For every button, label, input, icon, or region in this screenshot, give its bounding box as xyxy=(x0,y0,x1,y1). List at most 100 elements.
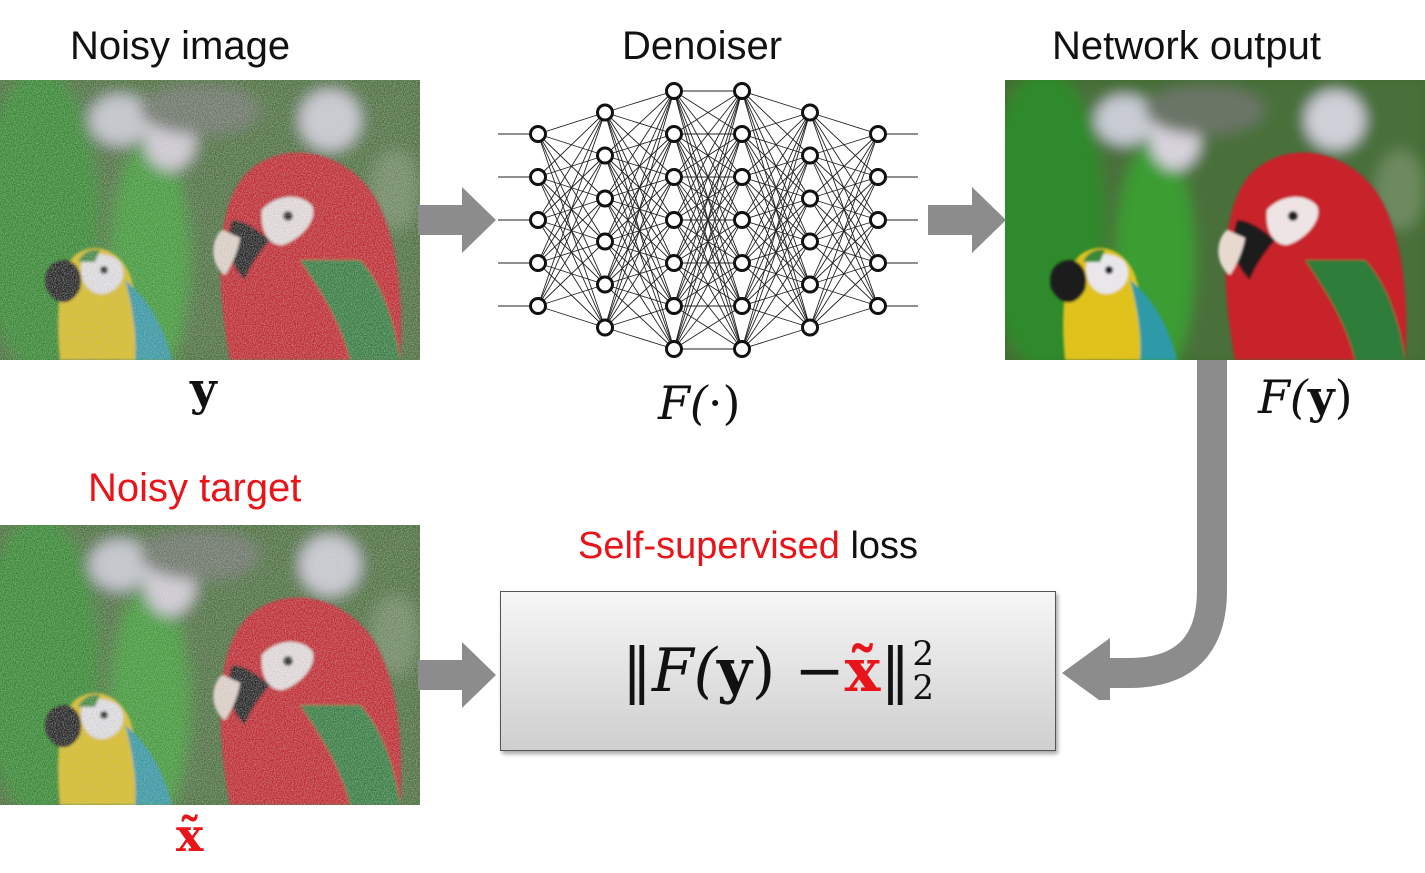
network-edge xyxy=(604,305,675,328)
network-edge xyxy=(604,90,675,242)
network-node xyxy=(869,168,887,186)
loss-title-highlight: Self-supervised xyxy=(578,525,840,567)
network-edge xyxy=(604,262,675,328)
arrow-input-to-denoiser xyxy=(418,187,496,253)
network-edge xyxy=(537,112,606,135)
network-node xyxy=(665,125,683,143)
network-edge xyxy=(604,90,675,113)
network-output-title: Network output xyxy=(1052,24,1322,68)
network-node xyxy=(801,232,819,251)
network-node xyxy=(733,297,751,315)
network-node xyxy=(733,82,751,100)
network-node xyxy=(596,103,614,122)
network-edge xyxy=(741,198,811,350)
loss-sub: 2 xyxy=(912,668,935,708)
loss-title-word: loss xyxy=(850,525,919,567)
network-edge xyxy=(809,133,879,156)
output-y: y xyxy=(1307,370,1335,424)
arrow-output-to-loss xyxy=(1062,360,1227,700)
network-node xyxy=(596,318,614,337)
network-node xyxy=(869,297,887,315)
network-edge xyxy=(741,112,811,307)
network-edge xyxy=(537,112,606,178)
network-edge xyxy=(673,90,743,264)
network-edge xyxy=(537,112,606,307)
network-node xyxy=(801,189,819,208)
network-node xyxy=(733,211,751,229)
network-edge xyxy=(537,198,606,307)
network-node xyxy=(596,189,614,208)
function-dot: · xyxy=(707,376,723,430)
network-edge xyxy=(673,90,743,307)
network-edge xyxy=(741,155,811,350)
network-node xyxy=(801,318,819,337)
network-node xyxy=(869,211,887,229)
network-edge xyxy=(537,112,606,221)
arrow-denoiser-to-output xyxy=(928,187,1006,253)
network-edge xyxy=(673,90,743,135)
network-node xyxy=(869,125,887,143)
network-node xyxy=(665,82,683,100)
denoiser-title: Denoiser xyxy=(622,24,783,68)
function-f: F( xyxy=(658,376,708,430)
network-edge xyxy=(604,90,675,156)
network-node xyxy=(529,168,547,186)
network-edge xyxy=(741,241,811,350)
loss-minus: ) − xyxy=(751,636,845,706)
noisy-target-image xyxy=(0,525,420,805)
output-close: ) xyxy=(1334,370,1353,424)
noisy-target-title: Noisy target xyxy=(88,466,302,510)
network-node xyxy=(529,125,547,143)
network-node xyxy=(596,232,614,251)
loss-x: x̃ xyxy=(844,636,881,706)
network-edge xyxy=(809,133,879,199)
network-edge xyxy=(537,155,606,307)
network-edge xyxy=(537,241,606,307)
network-edge xyxy=(809,133,879,328)
network-edge xyxy=(673,176,743,350)
network-node xyxy=(733,340,751,358)
loss-y: y xyxy=(716,636,752,706)
network-edge xyxy=(741,327,811,350)
network-edge xyxy=(809,262,879,328)
loss-sup: 2 xyxy=(912,634,935,674)
arrow-target-to-loss xyxy=(418,642,496,708)
noisy-image-title: Noisy image xyxy=(70,24,291,68)
function-close: ) xyxy=(722,376,741,430)
network-edge xyxy=(741,112,811,178)
network-edge xyxy=(673,90,743,221)
network-node xyxy=(665,254,683,272)
network-connections xyxy=(498,90,918,350)
network-edge xyxy=(604,90,675,199)
network-edge xyxy=(537,284,606,307)
network-output-image xyxy=(1005,80,1425,360)
input-symbol: y xyxy=(190,362,217,416)
network-edge xyxy=(604,90,675,328)
network-edge xyxy=(741,90,811,113)
network-edge xyxy=(741,112,811,350)
network-edge xyxy=(809,112,879,135)
network-node xyxy=(801,103,819,122)
network-edge xyxy=(809,133,879,285)
output-f: F( xyxy=(1258,370,1308,424)
network-edge xyxy=(809,133,879,242)
network-diagram xyxy=(498,82,918,358)
network-edge xyxy=(809,219,879,328)
target-symbol: x̃ xyxy=(176,808,204,862)
loss-close: ‖ xyxy=(880,636,911,706)
denoiser-function-label: F(·) xyxy=(658,376,740,430)
network-node xyxy=(733,125,751,143)
network-edge xyxy=(673,90,743,178)
loss-open: ‖F( xyxy=(621,636,717,706)
network-node xyxy=(733,168,751,186)
network-node xyxy=(529,297,547,315)
network-edge xyxy=(537,305,606,328)
network-edge xyxy=(604,327,675,350)
network-node xyxy=(665,340,683,358)
network-edge xyxy=(809,176,879,328)
network-edge xyxy=(673,262,743,350)
network-edge xyxy=(673,90,743,350)
